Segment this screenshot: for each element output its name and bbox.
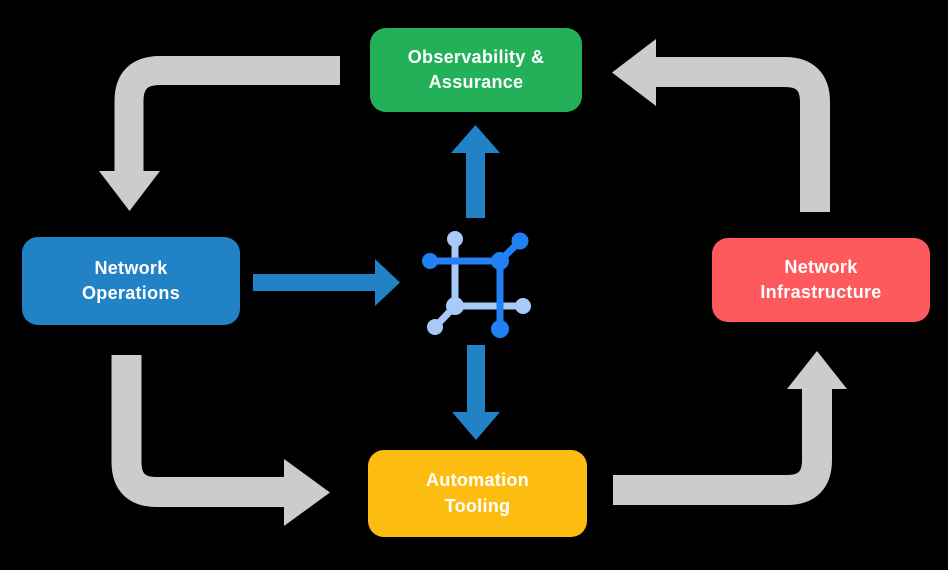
arrow-head-left <box>612 39 656 106</box>
node-automation-tooling: Automation Tooling <box>368 450 587 537</box>
arrow-head-right <box>284 459 330 526</box>
arrow-hub-to-automation <box>452 345 500 440</box>
arrow-hub-to-observability <box>451 125 500 218</box>
node-label: Automation Tooling <box>426 470 529 516</box>
hub-node-dot <box>491 252 509 270</box>
node-label: Network Infrastructure <box>760 256 882 302</box>
node-observability-assurance: Observability & Assurance <box>370 28 582 112</box>
hub-node-dot <box>446 297 464 315</box>
arrow-operations-to-hub <box>253 259 400 306</box>
arrow-operations-to-automation <box>111 355 330 526</box>
arrow-head-up <box>787 351 847 389</box>
hub-icon-light-dots <box>427 231 531 335</box>
hub-node-dot <box>447 231 463 247</box>
hub-node-dot <box>515 298 531 314</box>
arrow-band <box>111 355 284 507</box>
node-network-operations: Network Operations <box>22 237 240 325</box>
arrow-head-down <box>99 171 160 211</box>
arrow-automation-to-infrastructure <box>613 351 847 505</box>
node-network-infrastructure: Network Infrastructure <box>712 238 930 322</box>
node-label: Observability & Assurance <box>407 46 545 92</box>
hub-icon-dark-dots <box>422 232 529 338</box>
node-label: Network Operations <box>81 257 181 303</box>
hub-node-dot <box>511 232 529 250</box>
hub-node-dot <box>491 320 509 338</box>
arrow-observability-to-operations <box>99 56 340 211</box>
network-hub-icon <box>422 231 531 338</box>
arrow-band <box>114 56 340 172</box>
arrow-band <box>613 389 832 505</box>
arrow-infrastructure-to-observability <box>612 39 830 212</box>
arrow-band <box>656 57 830 212</box>
hub-node-dot <box>427 319 443 335</box>
hub-node-dot <box>422 253 438 269</box>
